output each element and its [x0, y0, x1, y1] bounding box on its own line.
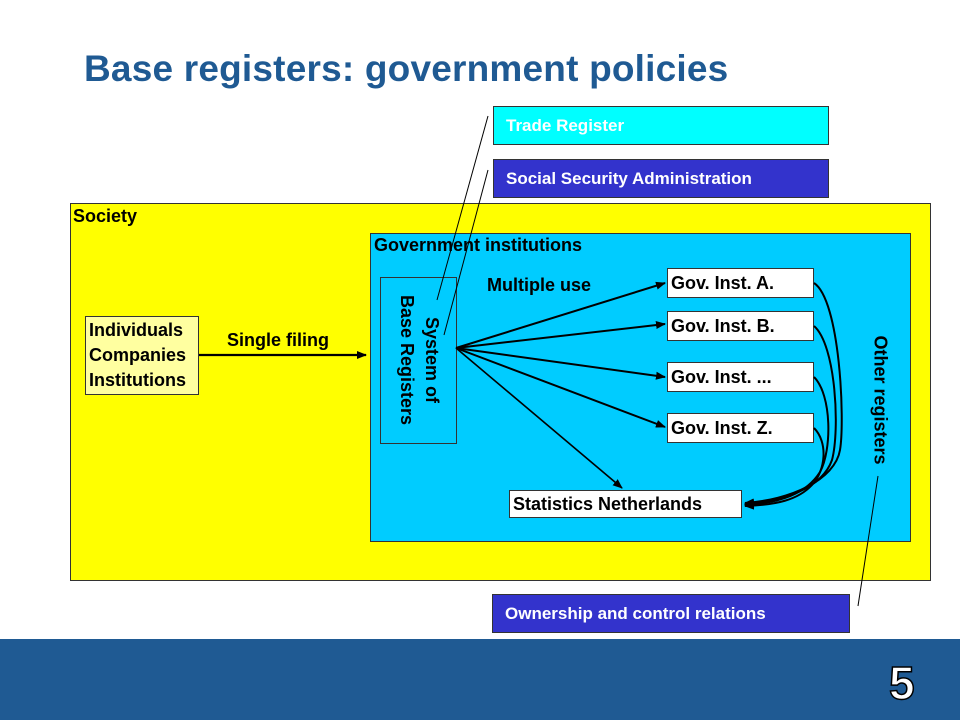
society-label: Society — [73, 206, 138, 226]
footer-bar — [0, 639, 960, 720]
curve-gov-b-to-statistics — [744, 325, 837, 508]
curve-gov-z-to-statistics — [744, 427, 825, 510]
gov-inst-a-box: Gov. Inst. A. — [667, 268, 814, 298]
callout-trade-register: Trade Register — [493, 106, 829, 145]
arrow-to-gov-b — [455, 321, 666, 349]
ownership-leader-line — [857, 475, 879, 607]
institutions-line: Institutions — [89, 370, 186, 390]
arrow-to-statistics — [455, 347, 623, 489]
companies-line: Companies — [89, 345, 187, 365]
government-label: Government institutions — [374, 235, 583, 255]
single-filing-label: Single filing — [227, 330, 329, 350]
page-title: Base registers: government policies — [84, 48, 729, 89]
multiple-use-label: Multiple use — [487, 275, 592, 295]
ssa-leader-line — [443, 169, 489, 336]
arrow-to-gov-etc — [455, 347, 666, 380]
page-number: 5 — [888, 656, 915, 710]
curve-gov-etc-to-statistics — [744, 376, 830, 509]
individuals-line: Individuals — [89, 320, 184, 340]
arrow-to-gov-a — [455, 281, 666, 349]
system-of-base-registers-box — [380, 277, 457, 444]
trade-leader-line — [436, 115, 489, 301]
callout-social-security: Social Security Administration — [493, 159, 829, 198]
arrow-to-gov-z — [455, 347, 666, 428]
gov-inst-etc-box: Gov. Inst. ... — [667, 362, 814, 392]
curve-gov-a-to-statistics — [744, 282, 843, 507]
gov-inst-z-box: Gov. Inst. Z. — [667, 413, 814, 443]
statistics-netherlands-box: Statistics Netherlands — [509, 490, 742, 518]
callout-ownership-control: Ownership and control relations — [492, 594, 850, 633]
gov-inst-b-box: Gov. Inst. B. — [667, 311, 814, 341]
individuals-box: Individuals Companies Institutions — [85, 316, 199, 395]
